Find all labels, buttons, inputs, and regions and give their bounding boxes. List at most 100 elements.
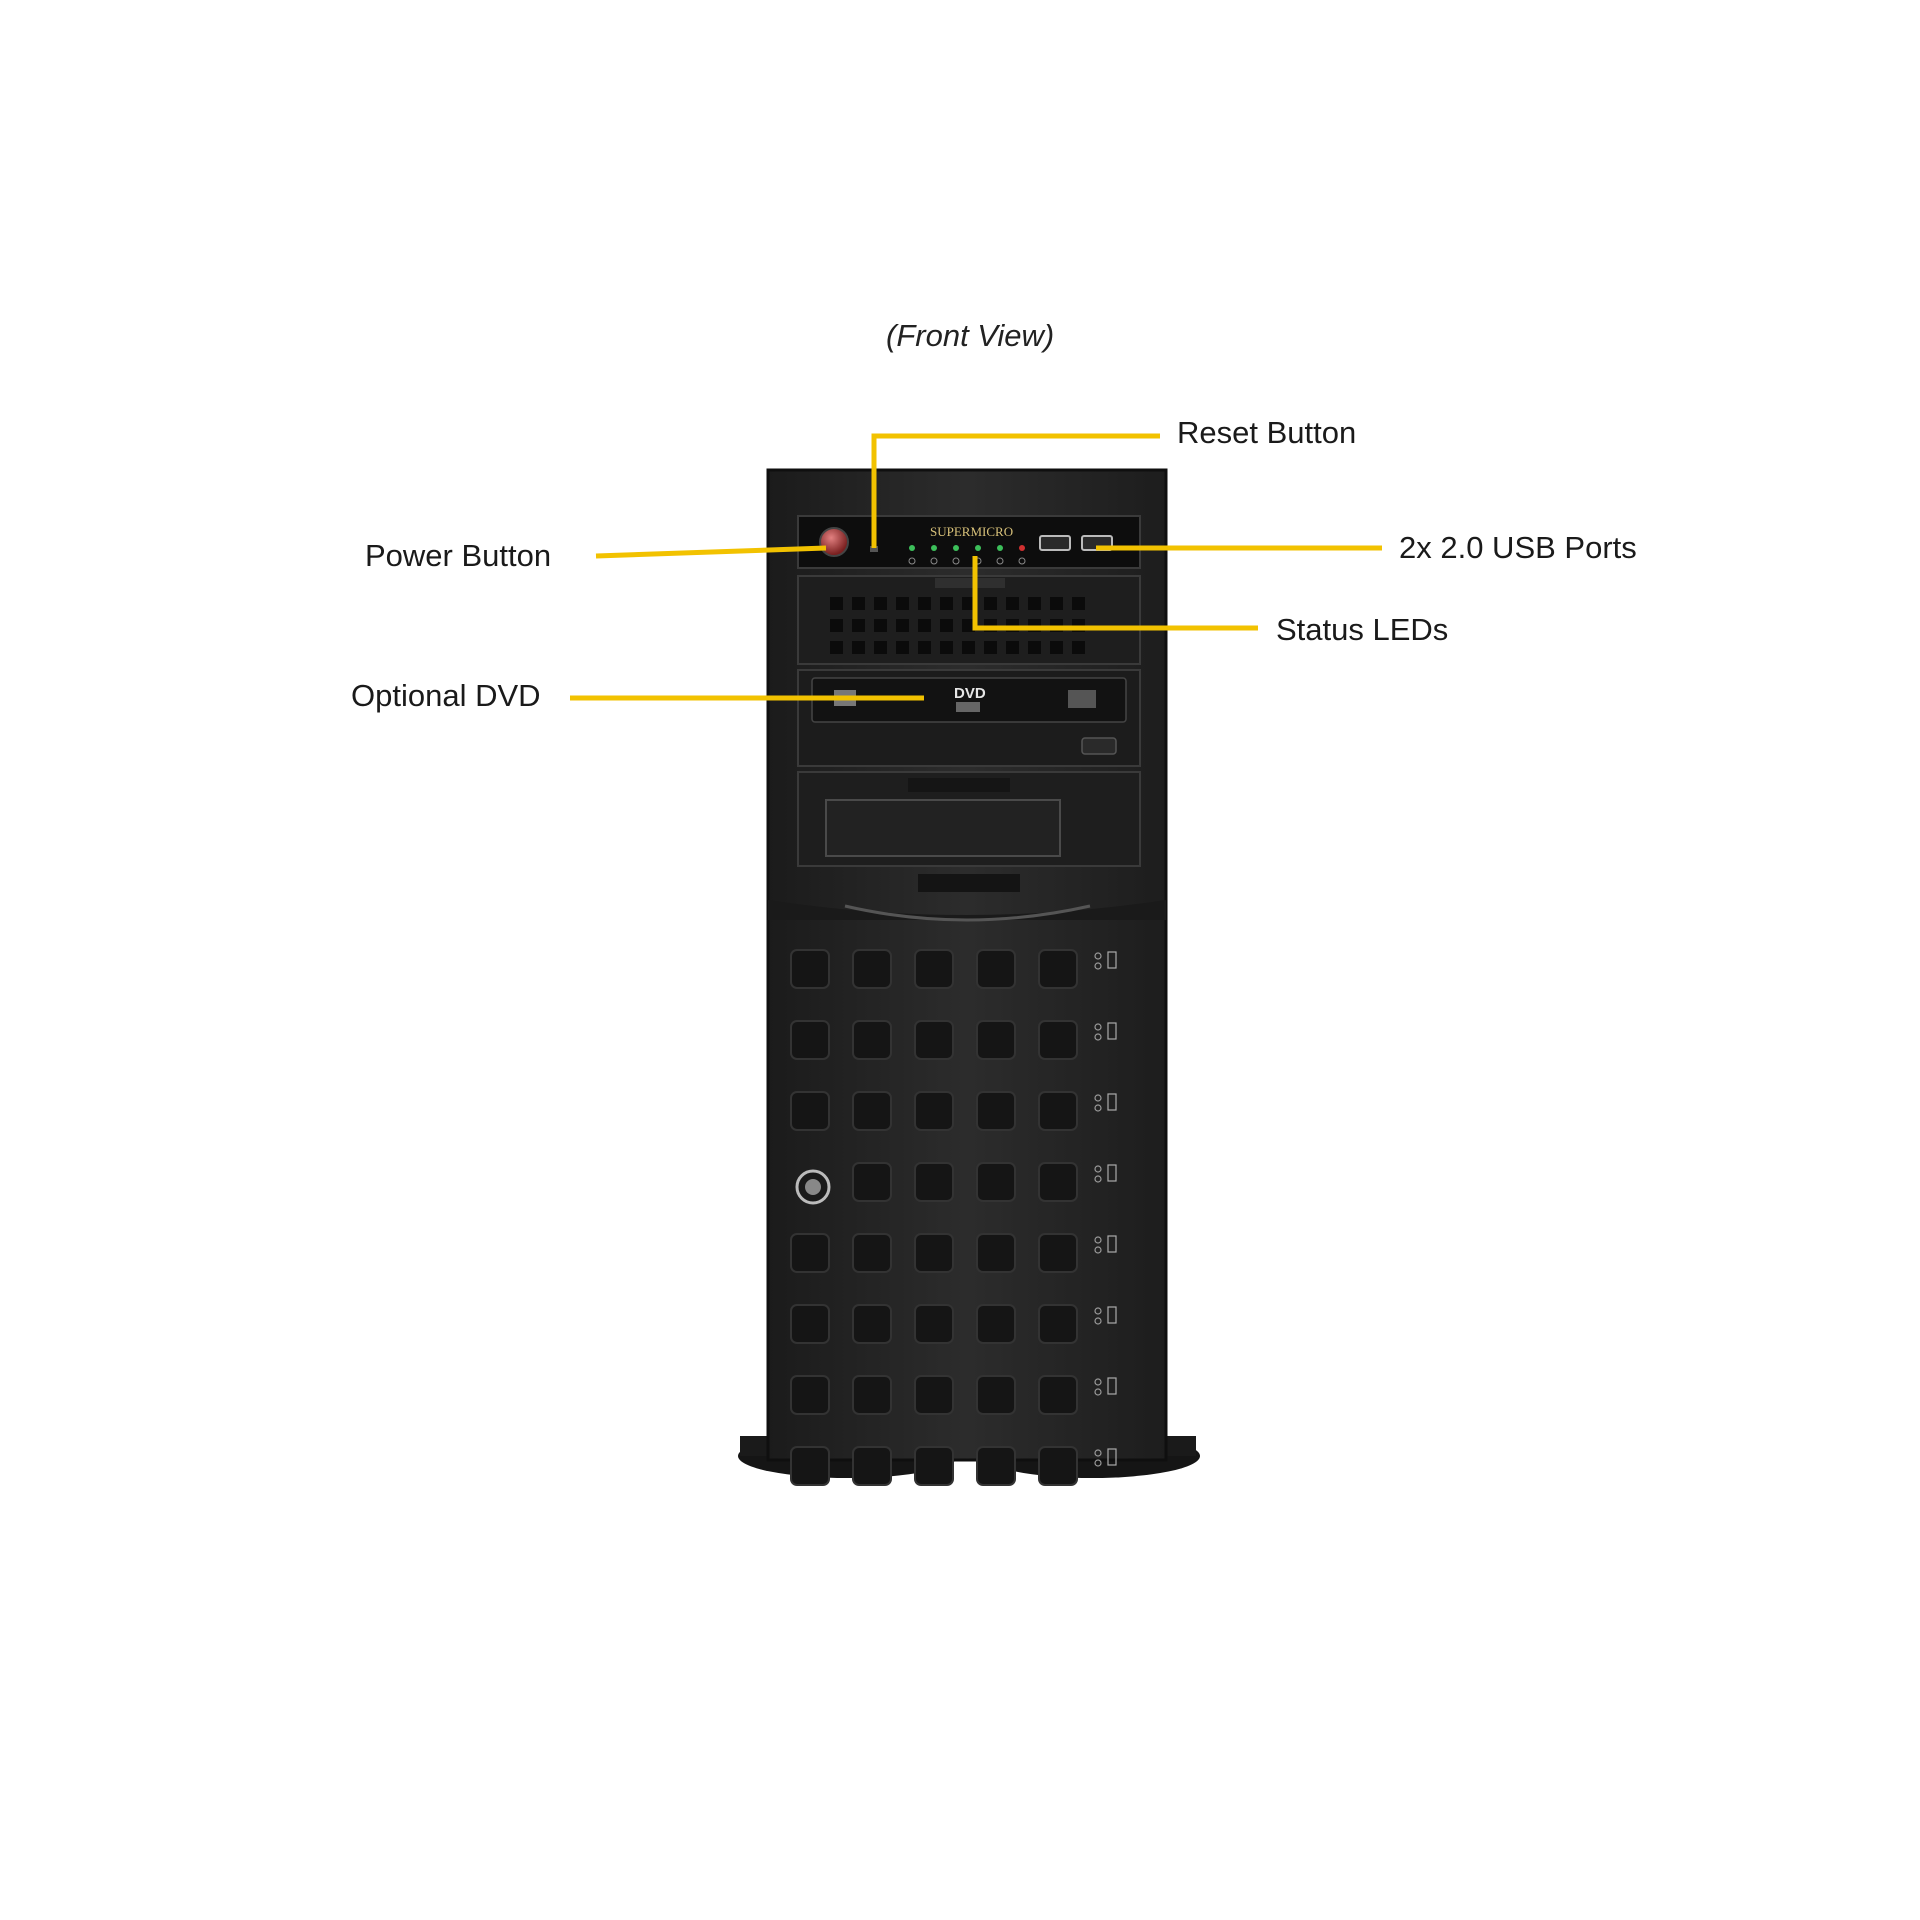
- door-vent: [1038, 1375, 1078, 1415]
- vent-hole: [1028, 597, 1041, 610]
- tray-label-icon: [1107, 1022, 1117, 1040]
- door-vent: [852, 1162, 892, 1202]
- vent-hole: [874, 597, 887, 610]
- vent-hole: [940, 641, 953, 654]
- vent-hole: [852, 597, 865, 610]
- door-vent: [976, 1233, 1016, 1273]
- door-vent: [914, 1304, 954, 1344]
- callout-line-power: [595, 545, 827, 559]
- brand-logo: SUPERMICRO: [930, 524, 1013, 539]
- status-led-icon: [952, 557, 960, 565]
- vent-hole: [984, 641, 997, 654]
- callout-line-status: [972, 556, 1258, 631]
- tray-label-icon: [1107, 1448, 1117, 1466]
- door-vent: [790, 1091, 830, 1131]
- status-led: [975, 545, 981, 551]
- door-vent: [914, 1162, 954, 1202]
- vent-hole: [830, 641, 843, 654]
- upper-drive-bay: [797, 575, 1141, 665]
- door-vent: [914, 949, 954, 989]
- door-vent: [976, 1375, 1016, 1415]
- callout-usb-ports: 2x 2.0 USB Ports: [1399, 530, 1637, 565]
- door-vent: [852, 1233, 892, 1273]
- lower-drive-bay: [797, 771, 1141, 892]
- power-button: [819, 527, 849, 557]
- status-led: [909, 545, 915, 551]
- door-vent: [976, 949, 1016, 989]
- vent-hole: [1050, 641, 1063, 654]
- tray-led: [1094, 962, 1102, 970]
- vent-hole: [1028, 641, 1041, 654]
- vent-hole: [962, 619, 975, 632]
- tray-led: [1094, 1388, 1102, 1396]
- vent-hole: [874, 619, 887, 632]
- callout-lines: [570, 433, 1382, 701]
- vent-hole: [918, 597, 931, 610]
- vent-hole: [940, 597, 953, 610]
- callout-power-button: Power Button: [365, 538, 552, 573]
- tray-label-icon: [1107, 1377, 1117, 1395]
- callout-reset-button: Reset Button: [1177, 415, 1357, 450]
- vent-hole: [1006, 597, 1019, 610]
- callout-status-leds: Status LEDs: [1276, 612, 1449, 647]
- control-panel: SUPERMICRO: [797, 515, 1141, 569]
- vent-hole: [1006, 641, 1019, 654]
- vent-hole: [830, 619, 843, 632]
- door-vent: [790, 1020, 830, 1060]
- tray-led: [1094, 952, 1102, 960]
- tray-label-icon: [1107, 1306, 1117, 1324]
- door-vent: [976, 1020, 1016, 1060]
- vent-hole: [1050, 597, 1063, 610]
- status-led-icon: [996, 557, 1004, 565]
- tray-label-icon: [1107, 1093, 1117, 1111]
- tray-led: [1094, 1246, 1102, 1254]
- tray-led: [1094, 1094, 1102, 1102]
- status-led: [997, 545, 1003, 551]
- diagram-title: (Front View): [886, 318, 1055, 353]
- vent-hole: [896, 619, 909, 632]
- tray-label-icon: [1107, 951, 1117, 969]
- door-vent: [790, 1375, 830, 1415]
- door-vent: [1038, 1446, 1078, 1486]
- door-vent: [914, 1091, 954, 1131]
- vent-hole: [984, 597, 997, 610]
- door-vent: [914, 1375, 954, 1415]
- door-vent: [852, 1446, 892, 1486]
- door-vent: [852, 1091, 892, 1131]
- dvd-drive: DVD: [797, 669, 1141, 767]
- door-lock: [795, 1169, 831, 1205]
- door-vent: [1038, 949, 1078, 989]
- status-led: [931, 545, 937, 551]
- door-vent: [852, 949, 892, 989]
- status-led: [1019, 545, 1025, 551]
- vent-hole: [830, 597, 843, 610]
- status-led-icon: [1018, 557, 1026, 565]
- tray-label-icon: [1107, 1235, 1117, 1253]
- vent-hole: [962, 597, 975, 610]
- tray-led: [1094, 1023, 1102, 1031]
- door-vent: [914, 1020, 954, 1060]
- status-leds: [908, 545, 1026, 565]
- door-vent: [1038, 1233, 1078, 1273]
- door-vent: [790, 949, 830, 989]
- vent-hole: [918, 619, 931, 632]
- callout-optional-dvd: Optional DVD: [351, 678, 541, 713]
- front-door-vents: [790, 949, 1078, 1486]
- front-door-curve: [768, 900, 1166, 920]
- tray-led: [1094, 1104, 1102, 1112]
- door-vent: [1038, 1304, 1078, 1344]
- door-vent: [914, 1446, 954, 1486]
- door-vent: [790, 1446, 830, 1486]
- tray-led: [1094, 1449, 1102, 1457]
- door-vent: [790, 1304, 830, 1344]
- door-vent: [914, 1233, 954, 1273]
- vent-hole: [852, 619, 865, 632]
- tray-led: [1094, 1236, 1102, 1244]
- vent-hole: [874, 641, 887, 654]
- door-vent: [790, 1233, 830, 1273]
- vent-hole: [896, 641, 909, 654]
- reset-button: [870, 546, 878, 552]
- tray-label-icon: [1107, 1164, 1117, 1182]
- vent-hole: [896, 597, 909, 610]
